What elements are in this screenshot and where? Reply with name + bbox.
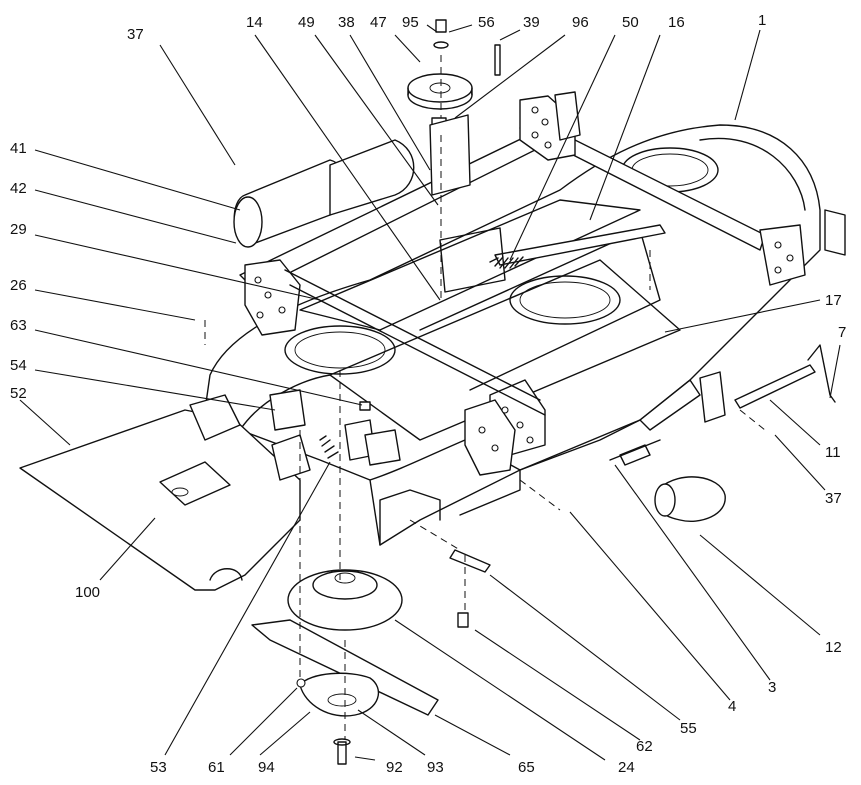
callout-4: 4 [728,698,736,715]
callout-49: 49 [298,14,315,31]
callout-37-right: 37 [825,490,842,507]
callout-95: 95 [402,14,419,31]
callout-3: 3 [768,679,776,696]
lift-bar [239,91,846,476]
top-pulley [407,19,501,196]
leader-lines [19,24,841,761]
callout-29: 29 [10,221,27,238]
callout-26: 26 [10,277,27,294]
callout-12: 12 [825,639,842,656]
callout-93: 93 [427,759,444,776]
callout-92: 92 [386,759,403,776]
callout-96: 96 [572,14,589,31]
callout-100: 100 [75,584,100,601]
callout-11: 11 [825,444,841,461]
callout-39: 39 [523,14,540,31]
callout-41: 41 [10,140,27,157]
callout-65: 65 [518,759,535,776]
hinge-brackets [269,389,401,466]
callout-38: 38 [338,14,355,31]
callout-62: 62 [636,738,653,755]
callout-16: 16 [668,14,685,31]
callout-52: 52 [10,385,27,402]
callout-53: 53 [150,759,167,776]
callout-63: 63 [10,317,27,334]
callout-42: 42 [10,180,27,197]
callout-94: 94 [258,759,275,776]
drive-roller [233,139,415,248]
callout-55: 55 [680,720,697,737]
callout-1: 1 [758,12,766,29]
callout-14: 14 [246,14,263,31]
callout-54: 54 [10,357,27,374]
callout-56: 56 [478,14,495,31]
callouts: 37 14 49 38 47 95 56 39 96 50 16 1 41 42… [10,12,846,776]
callout-37-top: 37 [127,26,144,43]
callout-7: 7 [838,324,846,341]
callout-47: 47 [370,14,387,31]
assembly-lines [204,55,766,740]
callout-17: 17 [825,292,842,309]
callout-50: 50 [622,14,639,31]
callout-61: 61 [208,759,225,776]
idler-arm [439,224,666,293]
callout-24: 24 [618,759,635,776]
side-rods [609,344,836,522]
